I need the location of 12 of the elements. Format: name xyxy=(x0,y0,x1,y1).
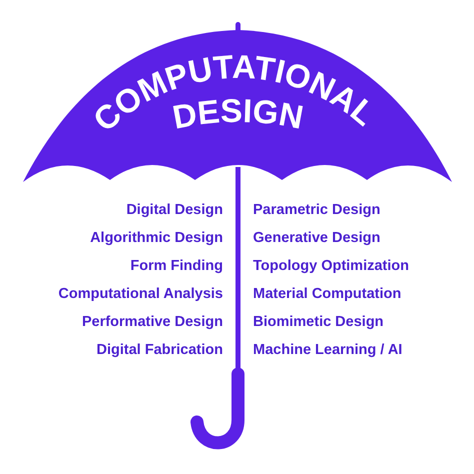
topic-label: Generative Design xyxy=(253,229,380,247)
topic-label: Algorithmic Design xyxy=(90,229,223,247)
topic-label: Computational Analysis xyxy=(58,285,223,303)
topic-label: Form Finding xyxy=(130,257,223,275)
topic-label: Machine Learning / AI xyxy=(253,341,402,359)
topic-label: Material Computation xyxy=(253,285,402,303)
topic-label: Biomimetic Design xyxy=(253,313,384,331)
topic-label: Digital Design xyxy=(126,201,223,219)
topic-label: Parametric Design xyxy=(253,201,380,219)
topic-label: Topology Optimization xyxy=(253,257,409,275)
topic-label: Performative Design xyxy=(82,313,223,331)
topic-label: Digital Fabrication xyxy=(96,341,223,359)
